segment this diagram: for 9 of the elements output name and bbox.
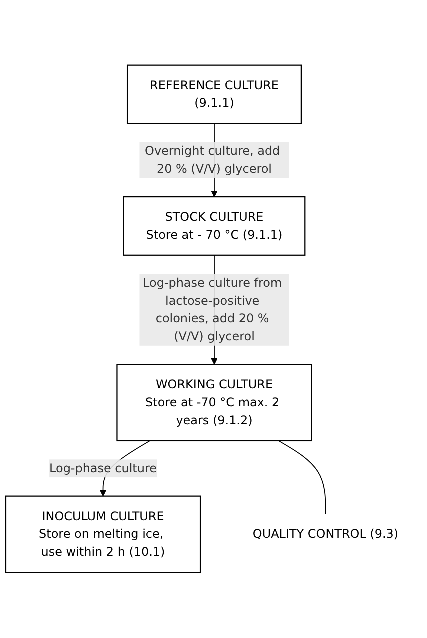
node-box: WORKING CULTURE Store at -70 °C max. 2 years (9.1.2) [116, 364, 312, 442]
edge-label: Log-phase culture [50, 461, 157, 476]
node-box: REFERENCE CULTURE (9.1.1) [127, 64, 302, 124]
node-box: INOCULUM CULTURE Store on melting ice, use within 2 h (10.1) [5, 496, 202, 574]
node-text: QUALITY CONTROL (9.3) [252, 527, 399, 542]
node-box: STOCK CULTURE Store at - 70 °C (9.1.1) [123, 196, 306, 256]
connector [278, 440, 326, 515]
edge-label: Log-phase culture from lactose-positive colonies, add 20 % (V/V) glycerol [143, 276, 282, 344]
edge-label: Overnight culture, add 20 % (V/V) glycerol [145, 144, 280, 176]
